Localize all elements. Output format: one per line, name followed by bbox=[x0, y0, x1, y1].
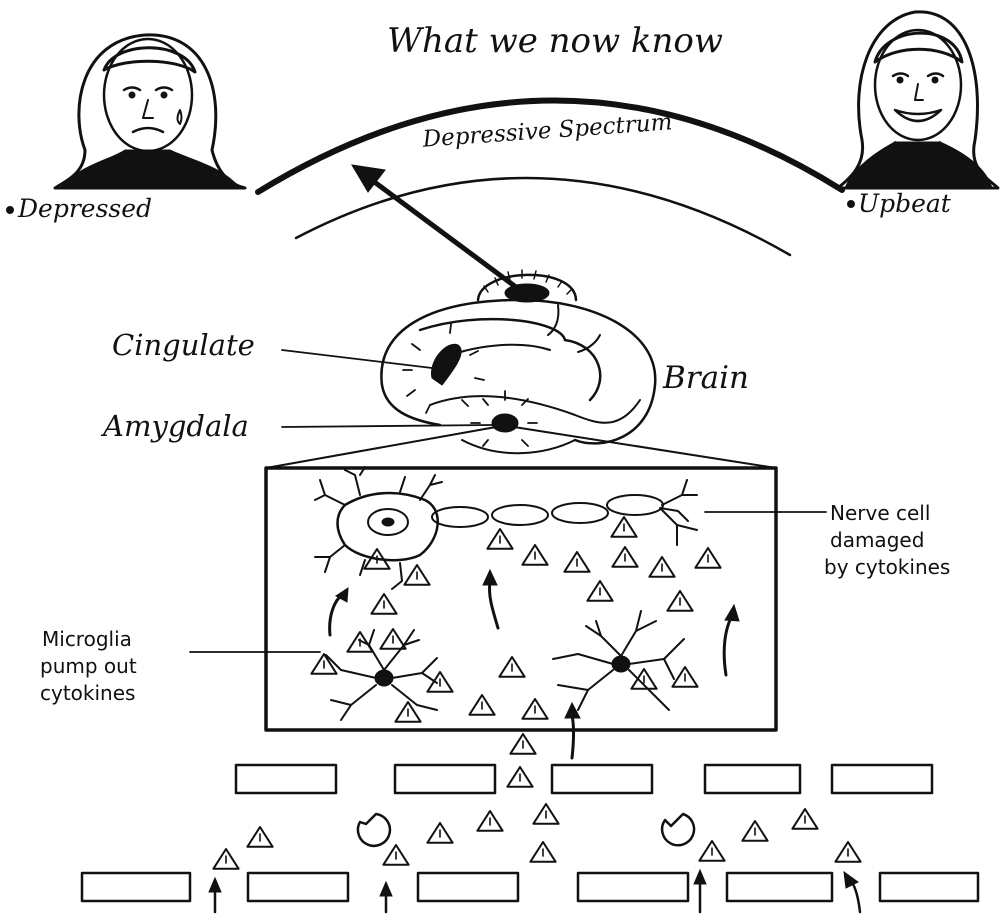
nerve-label-line-3: by cytokines bbox=[824, 555, 950, 579]
cingulate-spot-icon bbox=[403, 324, 484, 413]
microglia-cell-icon bbox=[326, 630, 437, 720]
upbeat-label: Upbeat bbox=[858, 189, 952, 218]
nerve-label-line-1: Nerve cell bbox=[830, 501, 930, 525]
bottom-up-arrows bbox=[209, 703, 860, 912]
amygdala-spot-icon bbox=[471, 391, 537, 446]
spectrum-label: Depressive Spectrum bbox=[421, 109, 673, 152]
depressed-bullet-icon bbox=[7, 207, 14, 214]
cingulate-pointer bbox=[282, 350, 432, 368]
amygdala-label: Amygdala bbox=[100, 409, 249, 443]
microglia-label-line-2: pump out bbox=[40, 654, 137, 678]
microglia-cell-icon-2 bbox=[553, 611, 684, 710]
nerve-label-line-2: damaged bbox=[830, 528, 924, 552]
nerve-cell-icon bbox=[315, 467, 697, 589]
cingulate-label: Cingulate bbox=[112, 328, 255, 362]
depressed-label: Depressed bbox=[17, 194, 152, 223]
cytokine-icons bbox=[213, 517, 860, 869]
diagram-title: What we now know bbox=[387, 21, 723, 61]
upbeat-person-icon bbox=[838, 12, 998, 188]
up-arrows bbox=[330, 570, 739, 675]
bacteria-icons bbox=[358, 814, 694, 846]
microglia-label-line-1: Microglia bbox=[42, 627, 132, 651]
depressed-person-icon bbox=[55, 35, 245, 188]
upbeat-bullet-icon bbox=[848, 201, 855, 208]
amygdala-pointer bbox=[282, 425, 492, 427]
mood-arrow-icon bbox=[352, 165, 520, 290]
microglia-label-line-3: cytokines bbox=[40, 681, 135, 705]
zoom-line-left bbox=[266, 427, 496, 468]
brain-label: Brain bbox=[662, 360, 749, 396]
